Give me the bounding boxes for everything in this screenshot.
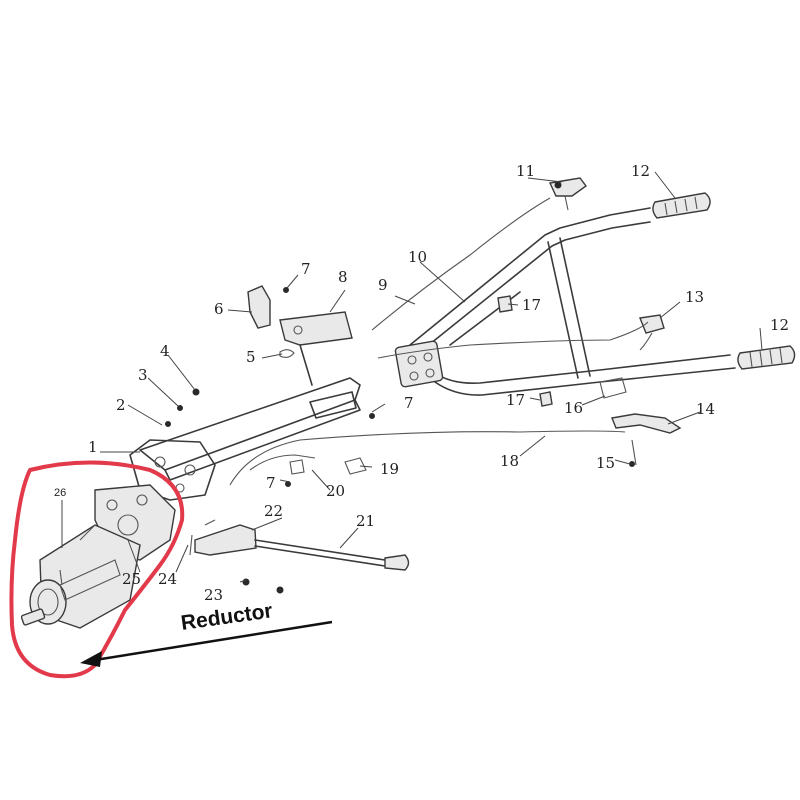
switch-block bbox=[639, 314, 665, 351]
callout-1: 1 bbox=[88, 438, 98, 456]
reductor-label: Reductor bbox=[179, 599, 273, 635]
cables bbox=[229, 197, 649, 486]
small-fasteners bbox=[165, 287, 635, 594]
callout-11: 11 bbox=[516, 162, 535, 180]
leader-lines bbox=[61, 171, 763, 583]
gear-lever bbox=[189, 519, 410, 571]
handle-grip-upper bbox=[652, 192, 711, 219]
callout-24: 24 bbox=[158, 570, 177, 588]
clutch-lever bbox=[599, 377, 682, 466]
callout-23: 23 bbox=[204, 586, 223, 604]
callout-5: 5 bbox=[246, 348, 256, 366]
callout-19: 19 bbox=[380, 460, 399, 478]
callout-25: 25 bbox=[122, 570, 141, 588]
callout-9: 9 bbox=[378, 276, 388, 294]
reductor-gearbox bbox=[20, 484, 176, 629]
reductor-arrow bbox=[80, 620, 333, 667]
callout-labels: 1 2 3 4 5 6 7 8 9 10 11 12 12 13 17 17 1… bbox=[54, 162, 789, 604]
callout-17-lower: 17 bbox=[506, 391, 525, 409]
callout-16: 16 bbox=[564, 399, 583, 417]
callout-6: 6 bbox=[214, 300, 224, 318]
callout-10: 10 bbox=[408, 248, 427, 266]
callout-12-upper: 12 bbox=[631, 162, 650, 180]
callout-13: 13 bbox=[685, 288, 704, 306]
callout-3: 3 bbox=[138, 366, 148, 384]
callout-26: 26 bbox=[54, 487, 66, 499]
callout-15: 15 bbox=[596, 454, 615, 472]
throttle-lever bbox=[548, 177, 587, 211]
callout-7-top: 7 bbox=[301, 260, 311, 278]
callout-14: 14 bbox=[696, 400, 715, 418]
handle-grip-lower bbox=[737, 345, 796, 370]
handlebar-frame bbox=[394, 207, 736, 396]
upper-bracket bbox=[279, 311, 353, 386]
callout-12-lower: 12 bbox=[770, 316, 789, 334]
callout-2: 2 bbox=[116, 396, 126, 414]
callout-21: 21 bbox=[356, 512, 375, 530]
callout-20: 20 bbox=[326, 482, 345, 500]
callout-17-upper: 17 bbox=[522, 296, 541, 314]
callout-7-right: 7 bbox=[404, 394, 414, 412]
callout-22: 22 bbox=[264, 502, 283, 520]
callout-8: 8 bbox=[338, 268, 348, 286]
callout-7-mid: 7 bbox=[266, 474, 276, 492]
side-plate bbox=[247, 285, 271, 329]
bracket-17 bbox=[497, 295, 553, 407]
callout-4: 4 bbox=[160, 342, 170, 360]
reductor-highlight bbox=[9, 460, 185, 679]
callout-18: 18 bbox=[500, 452, 519, 470]
